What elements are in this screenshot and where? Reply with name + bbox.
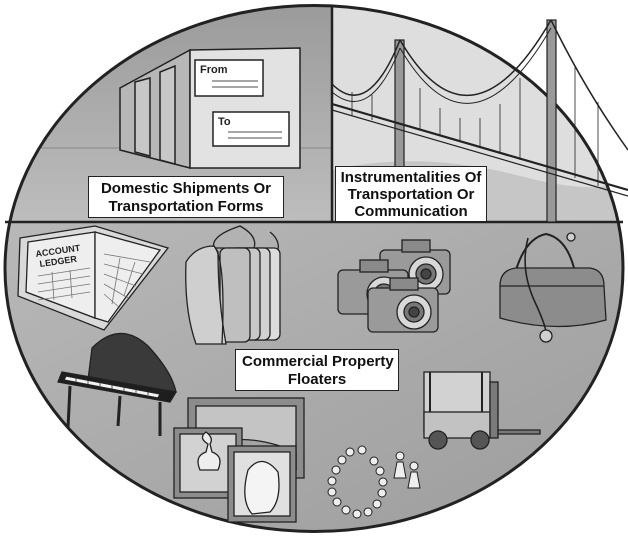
floaters-label-line-2: Floaters: [287, 371, 347, 388]
ledger-icon: ACCOUNT LEDGER: [17, 225, 170, 331]
shipments-label: Domestic Shipments Or Transportation For…: [88, 176, 284, 218]
medical-bag-icon: [499, 232, 607, 343]
ellipse-outline: [3, 4, 625, 533]
forklift-icon: [423, 371, 541, 450]
instrumentalities-label-line-2: Transportation Or: [347, 186, 475, 203]
garments-icon: [185, 225, 281, 345]
bridge-icon: [331, 19, 628, 223]
instrumentalities-label-line-1: Instrumentalities Of: [340, 169, 482, 186]
piano-icon: [57, 332, 178, 436]
shipments-label-line-2: Transportation Forms: [108, 198, 264, 215]
shipments-label-line-1: Domestic Shipments Or: [100, 180, 272, 197]
floaters-label: Commercial Property Floaters: [235, 349, 399, 391]
floaters-label-line-1: Commercial Property: [242, 353, 394, 370]
instrumentalities-label: Instrumentalities Of Transportation Or C…: [335, 166, 487, 222]
paintings-icon: [173, 397, 305, 523]
jewelry-icon: [327, 445, 421, 519]
cameras-icon: [337, 239, 451, 333]
box-from-text: From: [200, 64, 228, 76]
instrumentalities-label-line-3: Communication: [354, 203, 468, 220]
box-icon: From To: [119, 47, 301, 169]
box-to-text: To: [218, 116, 231, 128]
